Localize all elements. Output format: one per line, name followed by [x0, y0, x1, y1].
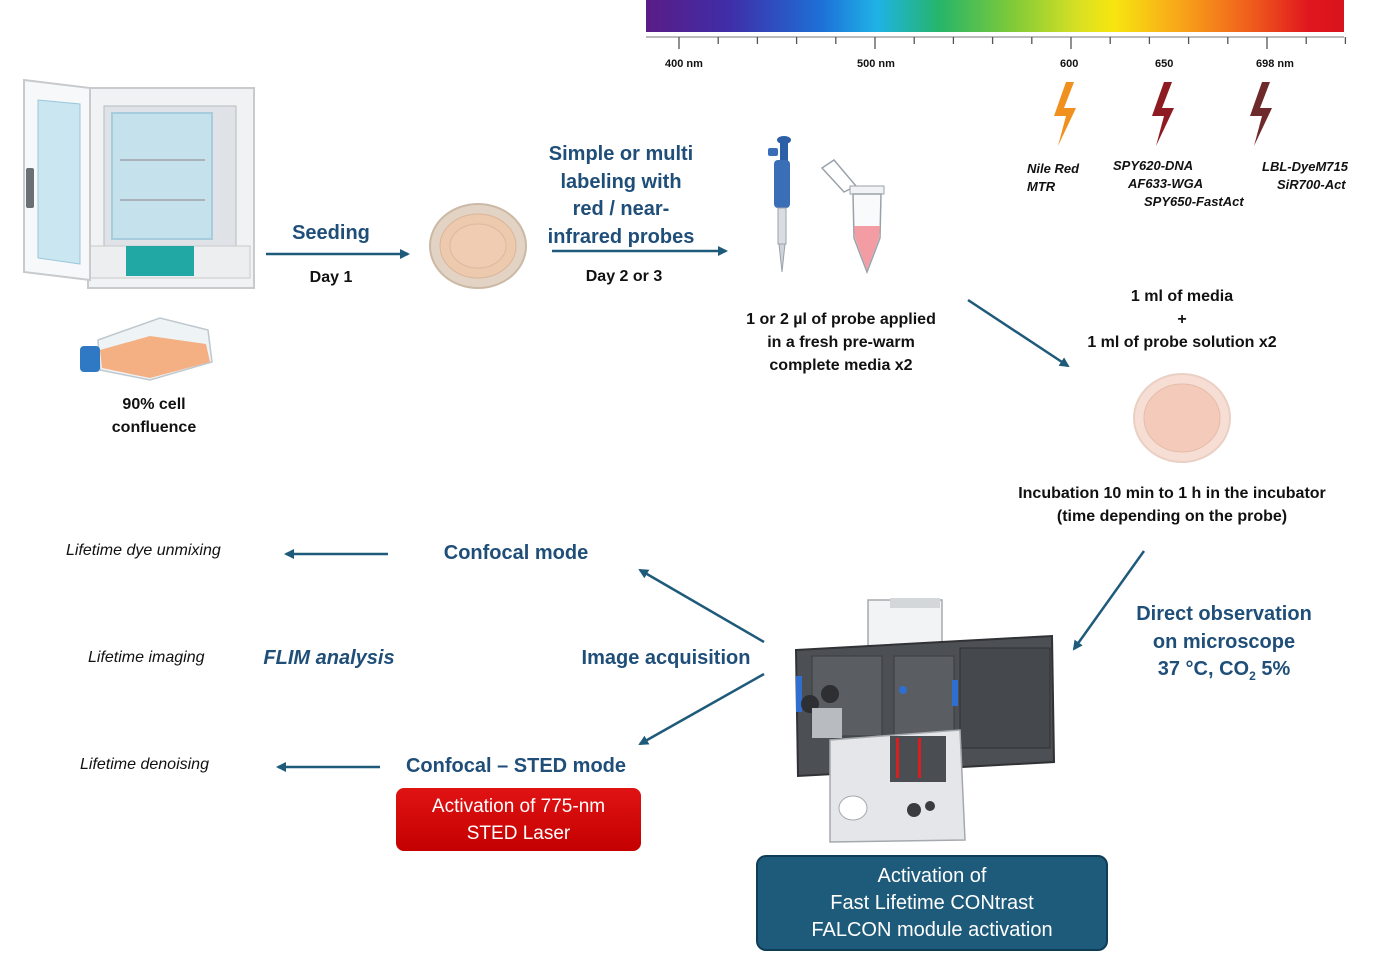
- flow-arrows: [266, 246, 1146, 772]
- falcon-module-box: Activation of Fast Lifetime CONtrast FAL…: [756, 855, 1108, 951]
- tick-label-400: 400 nm: [665, 58, 703, 70]
- cell-culture-flask: [80, 317, 213, 381]
- media-mix-text: 1 ml of media + 1 ml of probe solution x…: [1087, 288, 1277, 351]
- lifetime-unmixing-label: Lifetime dye unmixing: [66, 542, 221, 559]
- incubation-text: Incubation 10 min to 1 h in the incubato…: [1018, 485, 1326, 525]
- probe-sir700: SiR700-Act: [1277, 177, 1346, 192]
- lifetime-denoising-label: Lifetime denoising: [80, 756, 209, 773]
- labeling-title: Simple or multi labeling with red / near…: [547, 143, 695, 248]
- flim-analysis-label: FLIM analysis: [263, 647, 395, 669]
- petri-dish-labeled: [1133, 373, 1231, 463]
- confocal-mode-label: Confocal mode: [443, 542, 589, 564]
- bolt-icon-600: [1054, 82, 1076, 146]
- laser-bolts: [1054, 82, 1272, 146]
- tick-label-698: 698 nm: [1256, 58, 1294, 70]
- spectrum-axis: [646, 36, 1347, 49]
- microscope-illustration: [794, 598, 1056, 843]
- visible-spectrum-bar: [646, 0, 1344, 32]
- tick-label-600: 600: [1060, 58, 1079, 70]
- incubator-illustration: [23, 78, 255, 289]
- petri-dish-seeded: [429, 203, 527, 289]
- probe-af633: AF633-WGA: [1128, 176, 1204, 191]
- observation-text: Direct observation on microscope 37 °C, …: [1136, 603, 1312, 683]
- labeling-day: Day 2 or 3: [585, 268, 663, 285]
- probe-spy650: SPY650-FastAct: [1144, 194, 1244, 209]
- tick-label-650: 650: [1155, 58, 1174, 70]
- bolt-icon-698: [1250, 82, 1272, 146]
- microtube-illustration: [820, 159, 885, 275]
- confluence-label: 90% cell confluence: [111, 396, 197, 436]
- seeding-title: Seeding: [292, 222, 370, 244]
- probe-application-text: 1 or 2 µl of probe applied in a fresh pr…: [746, 311, 936, 374]
- probe-lbl-dyem715: LBL-DyeM715: [1262, 159, 1348, 174]
- image-acquisition-label: Image acquisition: [581, 647, 751, 669]
- tick-label-500: 500 nm: [857, 58, 895, 70]
- probe-nile-red: Nile Red: [1027, 161, 1080, 176]
- bolt-icon-650: [1152, 82, 1174, 146]
- seeding-day: Day 1: [309, 269, 353, 286]
- lifetime-imaging-label: Lifetime imaging: [88, 649, 205, 666]
- pipette-illustration: [768, 136, 791, 273]
- sted-mode-label: Confocal – STED mode: [405, 755, 627, 777]
- sted-laser-box: Activation of 775-nm STED Laser: [396, 788, 641, 851]
- probe-mtr: MTR: [1027, 179, 1056, 194]
- probe-spy620: SPY620-DNA: [1113, 158, 1194, 173]
